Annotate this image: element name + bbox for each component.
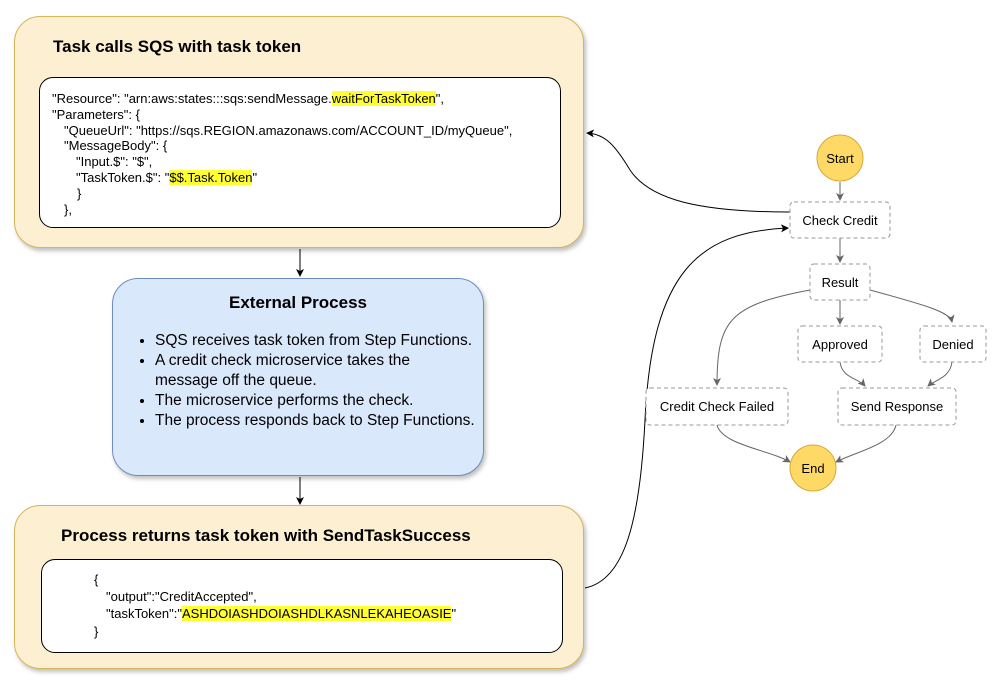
edge-result-denied: [869, 289, 955, 323]
check-credit-label: Check Credit: [802, 213, 878, 228]
edge-failed-end: [716, 424, 791, 463]
list-item: The process responds back to Step Functi…: [155, 411, 475, 431]
code-text: "taskToken":": [106, 606, 182, 621]
start-node: Start: [816, 134, 864, 182]
credit-check-failed-node: Credit Check Failed: [645, 387, 789, 426]
send-response-node: Send Response: [837, 387, 957, 426]
code-line: "output":"CreditAccepted",: [106, 589, 257, 604]
code-line: }: [77, 186, 82, 201]
code-text: ": [451, 606, 457, 621]
code-line: "TaskToken.$": "$$.Task.Token": [76, 170, 257, 186]
arrow-check-credit-to-sqs: [586, 129, 791, 213]
check-credit-node: Check Credit: [789, 201, 891, 239]
start-label: Start: [826, 151, 854, 166]
code-text: ",: [435, 91, 445, 106]
external-process-title: External Process: [229, 293, 367, 312]
code-line: "taskToken":"ASHDOIASHDOIASHDLKASNLEKAHE…: [106, 606, 456, 622]
edge-denied-send: [927, 361, 953, 387]
result-node: Result: [809, 263, 871, 301]
code-line: "Input.$": "$",: [76, 154, 153, 169]
code-line: }: [94, 624, 99, 639]
list-item: SQS receives task token from Step Functi…: [155, 331, 475, 351]
send-task-success-panel: Process returns task token with SendTask…: [14, 505, 584, 669]
send-response-label: Send Response: [851, 399, 944, 414]
code-line: "QueueUrl": "https://sqs.REGION.amazonaw…: [64, 123, 513, 138]
end-node: End: [789, 444, 837, 492]
approved-label: Approved: [812, 337, 868, 352]
task-calls-sqs-panel: Task calls SQS with task token "Resource…: [14, 16, 584, 248]
code-text: ": [252, 170, 258, 185]
edge-result-failed: [713, 289, 811, 386]
code-text: "Resource": "arn:aws:states:::sqs:sendMe…: [52, 91, 332, 106]
edge-approved-send: [839, 361, 866, 387]
list-item: The microservice performs the check.: [155, 391, 475, 411]
code-line: "Resource": "arn:aws:states:::sqs:sendMe…: [52, 91, 444, 107]
highlighted-token: waitForTaskToken: [331, 91, 436, 106]
external-process-list: SQS receives task token from Step Functi…: [133, 331, 475, 431]
highlighted-token: $$.Task.Token: [169, 170, 253, 185]
code-text: "TaskToken.$": ": [76, 170, 170, 185]
edge-send-end: [835, 424, 897, 463]
list-item: A credit check microservice takes the me…: [155, 351, 475, 391]
credit-check-failed-label: Credit Check Failed: [660, 399, 774, 414]
panel-title: Process returns task token with SendTask…: [61, 526, 471, 545]
denied-node: Denied: [919, 325, 987, 363]
code-line: {: [94, 572, 99, 587]
send-task-success-code: { "output":"CreditAccepted", "taskToken"…: [41, 559, 563, 653]
send-message-code: "Resource": "arn:aws:states:::sqs:sendMe…: [39, 77, 561, 228]
panel-title: Task calls SQS with task token: [53, 37, 302, 56]
arrow-success-to-check-credit: [584, 224, 789, 589]
highlighted-token: ASHDOIASHDOIASHDLKASNLEKAHEOASIE: [182, 606, 452, 621]
result-label: Result: [822, 275, 859, 290]
code-line: },: [64, 202, 72, 217]
code-line: "MessageBody": {: [64, 138, 168, 153]
code-line: "Parameters": {: [52, 107, 140, 122]
external-process-box: External Process SQS receives task token…: [112, 278, 484, 476]
approved-node: Approved: [797, 325, 883, 363]
end-label: End: [801, 461, 824, 476]
denied-label: Denied: [932, 337, 973, 352]
